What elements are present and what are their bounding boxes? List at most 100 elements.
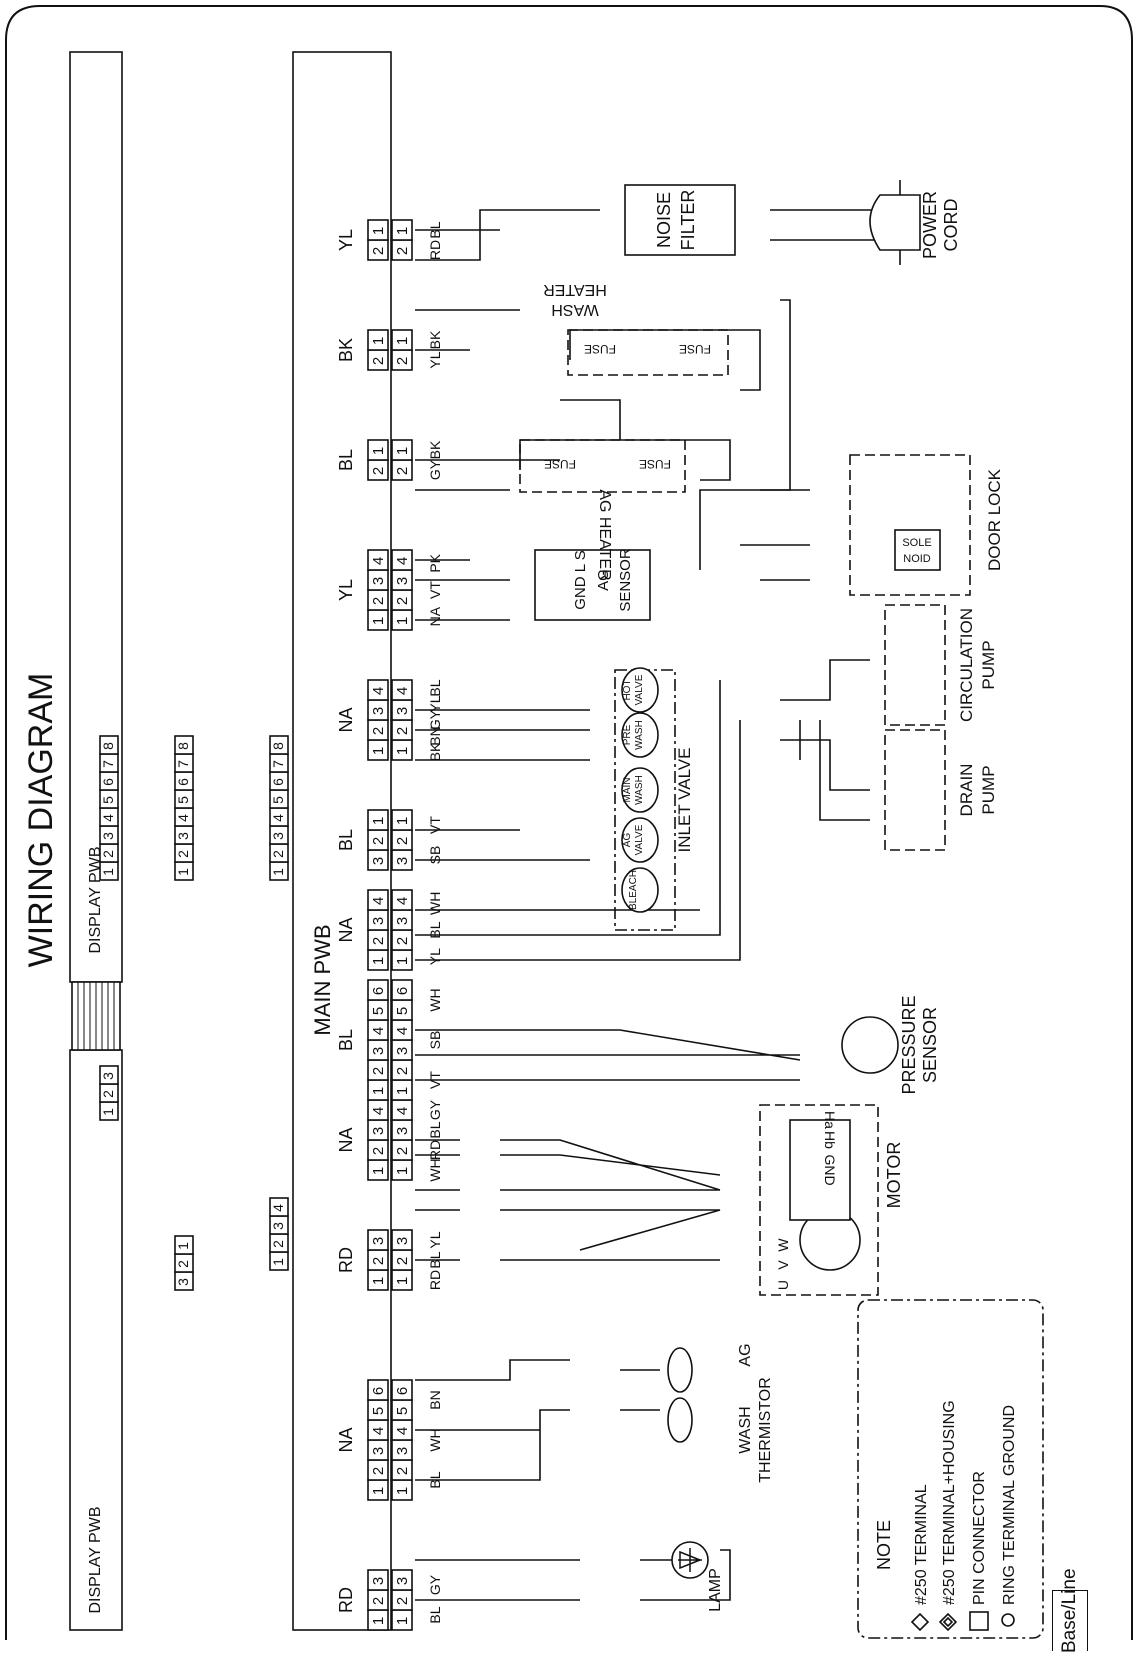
pin-label: 2: [370, 597, 387, 605]
pin-label: 1: [370, 1487, 387, 1495]
valve-0: BLEACH: [621, 867, 659, 913]
connector-label: RD: [336, 1587, 356, 1613]
svg-text:RING TERMINAL GROUND: RING TERMINAL GROUND: [1001, 1405, 1018, 1605]
svg-text:AG: AG: [737, 1343, 754, 1366]
pin-label: 7: [100, 760, 116, 768]
connector-label: BL: [336, 449, 356, 471]
wire-label: WH: [427, 1428, 443, 1451]
pin-label: 2: [370, 1467, 387, 1475]
pin-label: 3: [394, 1577, 411, 1585]
pin-label: 2: [370, 937, 387, 945]
pin-label: 2: [175, 850, 191, 858]
pin-label: 3: [370, 1237, 387, 1245]
note-box: NOTE #250 TERMINAL #250 TERMINAL+HOUSING…: [857, 1299, 1044, 1639]
connector-label: NA: [336, 1127, 356, 1152]
wire-label: NA: [427, 606, 443, 626]
wire-label: GY: [427, 709, 443, 730]
pin-label: 5: [394, 1007, 411, 1015]
pin-label: 5: [394, 1407, 411, 1415]
pin-label: 2: [270, 1240, 286, 1248]
base-line-label: Base/Line: [1059, 1568, 1080, 1653]
pin-label: 5: [370, 1407, 387, 1415]
pin-label: 3: [370, 1577, 387, 1585]
svg-text:MAIN PWB: MAIN PWB: [310, 924, 335, 1035]
wire-label: BL: [427, 1606, 443, 1623]
svg-text:NOID: NOID: [903, 553, 931, 565]
pin-label: 2: [370, 1067, 387, 1075]
pin-label: 3: [394, 1237, 411, 1245]
pin-label: 2: [394, 467, 411, 475]
pin-label: 2: [394, 1257, 411, 1265]
pin-label: 3: [175, 832, 191, 840]
wire-label: SB: [427, 1031, 443, 1050]
valve-label: MAIN: [622, 778, 633, 803]
display-pwb: DISPLAY PWB DISPLAY PWB: [69, 51, 123, 1631]
pin-label: 5: [270, 796, 286, 804]
pin-label: 1: [370, 447, 387, 455]
svg-text:NOTE: NOTE: [874, 1520, 894, 1570]
pin-label: 2: [394, 1467, 411, 1475]
pin-label: 1: [100, 1108, 116, 1116]
pin-label: 7: [175, 760, 191, 768]
pin-label: 2: [394, 1597, 411, 1605]
pin-label: 2: [394, 837, 411, 845]
power-cord: POWER CORD: [869, 180, 961, 265]
svg-text:PRESSURE: PRESSURE: [899, 995, 919, 1094]
motor: MOTOR GND Hb Ha U V W: [759, 1104, 904, 1296]
pin-label: 8: [270, 742, 286, 750]
pin-label: 3: [394, 577, 411, 585]
ag-heater: AG HEATER FUSE FUSE: [519, 439, 686, 581]
pin-label: 1: [394, 1487, 411, 1495]
pin-label: 1: [370, 1617, 387, 1625]
door-lock: SOLE NOID DOOR LOCK: [849, 454, 1004, 596]
wiring: [415, 205, 911, 1601]
valve-label: WASH: [634, 720, 645, 750]
pin-label: 4: [394, 1427, 411, 1435]
pin-label: 6: [394, 987, 411, 995]
connector-label: BL: [336, 1029, 356, 1051]
pin-label: 4: [370, 1107, 387, 1115]
pin-label: 4: [394, 687, 411, 695]
pin-label: 4: [370, 1027, 387, 1035]
wire-label: WH: [427, 892, 443, 915]
pin-label: 2: [370, 1147, 387, 1155]
pin-label: 1: [394, 227, 411, 235]
pin-label: 2: [175, 1260, 191, 1268]
svg-text:#250 TERMINAL: #250 TERMINAL: [913, 1484, 930, 1605]
pin-label: 1: [394, 337, 411, 345]
diagram-title: WIRING DIAGRAM: [22, 673, 60, 968]
pin-label: 1: [394, 1167, 411, 1175]
pin-label: 1: [394, 447, 411, 455]
pin-label: 1: [370, 1087, 387, 1095]
svg-text:GND L S: GND L S: [572, 550, 589, 609]
svg-text:FILTER: FILTER: [678, 190, 698, 251]
svg-text:WASH: WASH: [737, 1406, 754, 1453]
svg-text:AG HEATER: AG HEATER: [596, 489, 613, 580]
pin-label: 2: [100, 850, 116, 858]
svg-text:U: U: [775, 1280, 791, 1290]
pin-label: 1: [370, 617, 387, 625]
pin-label: 8: [175, 742, 191, 750]
pin-label: 1: [270, 1258, 286, 1266]
pin-label: 6: [394, 1387, 411, 1395]
pin-label: 1: [370, 1277, 387, 1285]
connector-label: BL: [336, 829, 356, 851]
wire-label: YL: [427, 948, 443, 965]
pin-label: 1: [394, 1617, 411, 1625]
pin-label: 4: [370, 557, 387, 565]
wire-label: BL: [427, 1121, 443, 1138]
pin-label: 4: [175, 814, 191, 822]
svg-text:DRAIN: DRAIN: [957, 764, 976, 817]
wash-thermistor: WASH THERMISTOR AG: [667, 1343, 774, 1483]
pin-label: 1: [100, 868, 116, 876]
ring-ground-icon: [1001, 1613, 1015, 1627]
circulation-pump: CIRCULATION PUMP: [884, 604, 998, 726]
svg-text:Hb: Hb: [822, 1131, 838, 1149]
main-pwb: MAIN PWB: [292, 51, 392, 1631]
noise-filter: NOISE FILTER: [624, 184, 736, 256]
